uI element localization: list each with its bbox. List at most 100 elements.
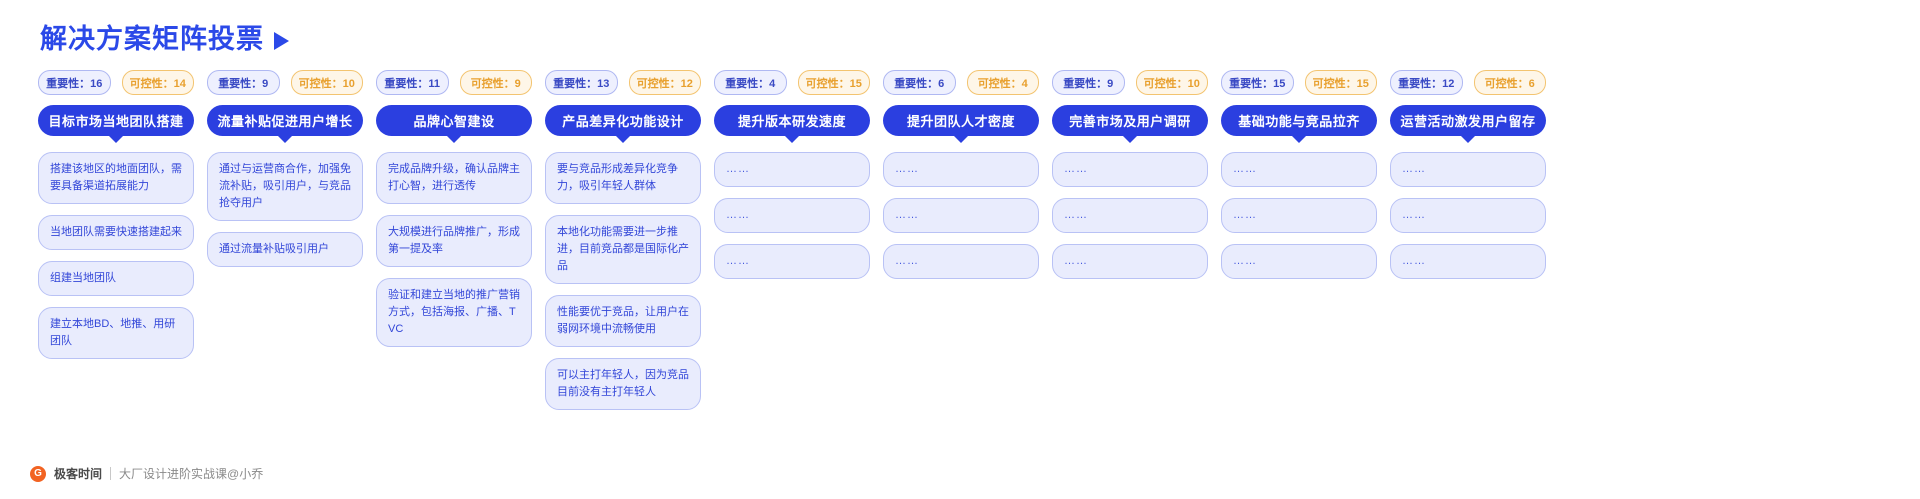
idea-card[interactable]: ……: [1052, 152, 1208, 188]
solution-banner-wrap: 运营活动激发用户留存: [1390, 105, 1546, 143]
idea-card[interactable]: 本地化功能需要进一步推进，目前竞品都是国际化产品: [545, 215, 701, 285]
controllability-score-pill[interactable]: 可控性：6: [1473, 70, 1546, 95]
idea-card-list: 完成品牌升级，确认品牌主打心智，进行透传大规模进行品牌推广，形成第一提及率验证和…: [376, 152, 532, 348]
page-title: 解决方案矩阵投票: [40, 26, 289, 53]
importance-score-pill[interactable]: 重要性：13: [545, 70, 618, 95]
banner-pointer-icon: [1291, 135, 1307, 143]
play-triangle-icon[interactable]: [274, 31, 289, 50]
idea-card[interactable]: 验证和建立当地的推广营销方式，包括海报、广播、TVC: [376, 278, 532, 348]
banner-pointer-icon: [446, 135, 462, 143]
banner-pointer-icon: [953, 135, 969, 143]
importance-score-pill[interactable]: 重要性：6: [883, 70, 956, 95]
banner-pointer-icon: [277, 135, 293, 143]
idea-card-list: 要与竞品形成差异化竞争力，吸引年轻人群体本地化功能需要进一步推进，目前竞品都是国…: [545, 152, 701, 411]
banner-pointer-icon: [108, 135, 124, 143]
idea-card[interactable]: 性能要优于竞品，让用户在弱网环境中流畅使用: [545, 295, 701, 348]
idea-card-list: …… …… ……: [1221, 152, 1377, 280]
idea-card-list: 搭建该地区的地面团队，需要具备渠道拓展能力当地团队需要快速搭建起来组建当地团队建…: [38, 152, 194, 360]
idea-card[interactable]: 通过流量补贴吸引用户: [207, 232, 363, 268]
idea-card[interactable]: ……: [883, 244, 1039, 280]
idea-card[interactable]: ……: [714, 244, 870, 280]
footer-logo-text: 极客时间: [54, 467, 103, 481]
idea-card[interactable]: 大规模进行品牌推广，形成第一提及率: [376, 215, 532, 268]
solution-banner[interactable]: 目标市场当地团队搭建: [38, 105, 194, 136]
solution-column: 重要性：11 可控性：9 品牌心智建设完成品牌升级，确认品牌主打心智，进行透传大规模…: [376, 70, 532, 410]
importance-score-pill[interactable]: 重要性：15: [1221, 70, 1294, 95]
score-pill-row: 重要性：9 可控性：10: [1052, 70, 1208, 95]
idea-card[interactable]: ……: [714, 152, 870, 188]
score-pill-row: 重要性：12 可控性：6: [1390, 70, 1546, 95]
idea-card-list: …… …… ……: [1052, 152, 1208, 280]
idea-card[interactable]: ……: [1052, 244, 1208, 280]
score-pill-row: 重要性：9 可控性：10: [207, 70, 363, 95]
solution-column: 重要性：12 可控性：6 运营活动激发用户留存 …… …… ……: [1390, 70, 1546, 410]
solution-banner[interactable]: 运营活动激发用户留存: [1390, 105, 1546, 136]
idea-card-list: 通过与运营商合作，加强免流补贴，吸引用户，与竞品抢夺用户通过流量补贴吸引用户: [207, 152, 363, 268]
solution-banner-wrap: 目标市场当地团队搭建: [38, 105, 194, 143]
importance-score-pill[interactable]: 重要性：11: [376, 70, 449, 95]
controllability-score-pill[interactable]: 可控性：15: [797, 70, 870, 95]
idea-card[interactable]: ……: [714, 198, 870, 234]
footer-branding: G 极客时间 大厂设计进阶实战课@小乔: [30, 465, 263, 482]
idea-card[interactable]: ……: [883, 198, 1039, 234]
solution-banner[interactable]: 提升版本研发速度: [714, 105, 870, 136]
idea-card[interactable]: ……: [883, 152, 1039, 188]
solution-banner[interactable]: 产品差异化功能设计: [545, 105, 701, 136]
geekbang-logo-icon: G: [30, 465, 46, 482]
solution-banner[interactable]: 基础功能与竞品拉齐: [1221, 105, 1377, 136]
idea-card-list: …… …… ……: [883, 152, 1039, 280]
page-title-text: 解决方案矩阵投票: [40, 24, 264, 54]
importance-score-pill[interactable]: 重要性：4: [714, 70, 787, 95]
footer-divider: [110, 467, 112, 480]
solution-banner[interactable]: 提升团队人才密度: [883, 105, 1039, 136]
idea-card[interactable]: 搭建该地区的地面团队，需要具备渠道拓展能力: [38, 152, 194, 205]
solution-column: 重要性：9 可控性：10 流量补贴促进用户增长通过与运营商合作，加强免流补贴，吸引用…: [207, 70, 363, 410]
controllability-score-pill[interactable]: 可控性：4: [966, 70, 1039, 95]
solution-banner[interactable]: 品牌心智建设: [376, 105, 532, 136]
score-pill-row: 重要性：4 可控性：15: [714, 70, 870, 95]
solution-column: 重要性：16 可控性：14 目标市场当地团队搭建搭建该地区的地面团队，需要具备渠道拓…: [38, 70, 194, 410]
idea-card[interactable]: 通过与运营商合作，加强免流补贴，吸引用户，与竞品抢夺用户: [207, 152, 363, 222]
score-pill-row: 重要性：16 可控性：14: [38, 70, 194, 95]
idea-card[interactable]: ……: [1221, 198, 1377, 234]
banner-pointer-icon: [615, 135, 631, 143]
importance-score-pill[interactable]: 重要性：12: [1390, 70, 1463, 95]
solution-banner-wrap: 流量补贴促进用户增长: [207, 105, 363, 143]
controllability-score-pill[interactable]: 可控性：10: [1135, 70, 1208, 95]
solution-banner-wrap: 产品差异化功能设计: [545, 105, 701, 143]
banner-pointer-icon: [1460, 135, 1476, 143]
idea-card[interactable]: 完成品牌升级，确认品牌主打心智，进行透传: [376, 152, 532, 205]
idea-card[interactable]: ……: [1390, 244, 1546, 280]
controllability-score-pill[interactable]: 可控性：10: [290, 70, 363, 95]
importance-score-pill[interactable]: 重要性：16: [38, 70, 111, 95]
solution-banner-wrap: 品牌心智建设: [376, 105, 532, 143]
idea-card[interactable]: ……: [1221, 244, 1377, 280]
footer-course-note: 大厂设计进阶实战课@小乔: [119, 467, 264, 481]
solution-banner[interactable]: 完善市场及用户调研: [1052, 105, 1208, 136]
banner-pointer-icon: [784, 135, 800, 143]
idea-card[interactable]: 建立本地BD、地推、用研团队: [38, 307, 194, 360]
idea-card[interactable]: 当地团队需要快速搭建起来: [38, 215, 194, 251]
idea-card[interactable]: 组建当地团队: [38, 261, 194, 297]
controllability-score-pill[interactable]: 可控性：14: [121, 70, 194, 95]
controllability-score-pill[interactable]: 可控性：9: [459, 70, 532, 95]
idea-card[interactable]: ……: [1390, 152, 1546, 188]
idea-card[interactable]: ……: [1052, 198, 1208, 234]
score-pill-row: 重要性：6 可控性：4: [883, 70, 1039, 95]
solution-banner-wrap: 提升团队人才密度: [883, 105, 1039, 143]
banner-pointer-icon: [1122, 135, 1138, 143]
controllability-score-pill[interactable]: 可控性：15: [1304, 70, 1377, 95]
importance-score-pill[interactable]: 重要性：9: [1052, 70, 1125, 95]
score-pill-row: 重要性：15 可控性：15: [1221, 70, 1377, 95]
idea-card[interactable]: ……: [1221, 152, 1377, 188]
solution-banner[interactable]: 流量补贴促进用户增长: [207, 105, 363, 136]
idea-card-list: …… …… ……: [714, 152, 870, 280]
controllability-score-pill[interactable]: 可控性：12: [628, 70, 701, 95]
idea-card[interactable]: 可以主打年轻人，因为竞品目前没有主打年轻人: [545, 358, 701, 411]
solution-column: 重要性：4 可控性：15 提升版本研发速度 …… …… ……: [714, 70, 870, 410]
idea-card[interactable]: ……: [1390, 198, 1546, 234]
importance-score-pill[interactable]: 重要性：9: [207, 70, 280, 95]
solution-column: 重要性：9 可控性：10 完善市场及用户调研 …… …… ……: [1052, 70, 1208, 410]
idea-card[interactable]: 要与竞品形成差异化竞争力，吸引年轻人群体: [545, 152, 701, 205]
